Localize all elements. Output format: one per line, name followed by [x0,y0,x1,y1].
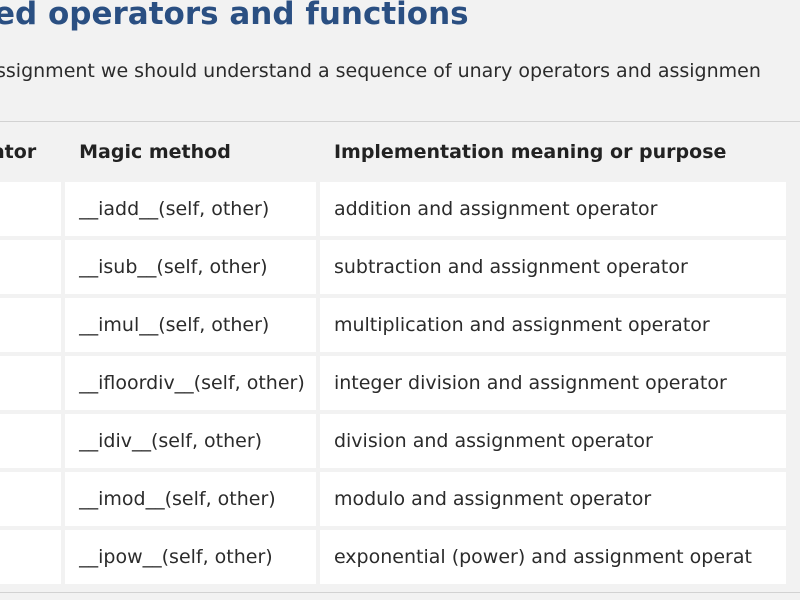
meaning-cell: addition and assignment operator [319,182,786,236]
meaning-cell: modulo and assignment operator [319,472,786,526]
meaning-cell: integer division and assignment operator [319,356,786,410]
method-cell: __ifloordiv__(self, other) [65,356,316,410]
header-meaning: Implementation meaning or purpose [319,126,786,178]
header-operator: perator [0,126,62,178]
table-row: __idiv__(self, other) division and assig… [0,414,786,468]
table-header-row: perator Magic method Implementation mean… [0,126,786,178]
method-cell: __imul__(self, other) [65,298,316,352]
operator-cell [0,414,62,468]
method-cell: __iadd__(self, other) [65,182,316,236]
table-row: __imod__(self, other) modulo and assignm… [0,472,786,526]
table-row: __ipow__(self, other) exponential (power… [0,530,786,584]
meaning-cell: division and assignment operator [319,414,786,468]
magic-methods-table: perator Magic method Implementation mean… [0,122,790,588]
meaning-cell: exponential (power) and assignment opera… [319,530,786,584]
operator-cell [0,356,62,410]
table-row: __ifloordiv__(self, other) integer divis… [0,356,786,410]
operator-cell [0,298,62,352]
section-heading: ed operators and functions [0,0,469,32]
operator-cell [0,182,62,236]
meaning-cell: subtraction and assignment operator [319,240,786,294]
operator-cell [0,530,62,584]
header-magic-method: Magic method [65,126,316,178]
operator-cell [0,240,62,294]
table-row: __imul__(self, other) multiplication and… [0,298,786,352]
method-cell: __isub__(self, other) [65,240,316,294]
table-row: __isub__(self, other) subtraction and as… [0,240,786,294]
method-cell: __imod__(self, other) [65,472,316,526]
meaning-cell: multiplication and assignment operator [319,298,786,352]
method-cell: __ipow__(self, other) [65,530,316,584]
method-cell: __idiv__(self, other) [65,414,316,468]
table-container: perator Magic method Implementation mean… [0,121,800,593]
intro-paragraph: ssignment we should understand a sequenc… [0,60,761,82]
operator-cell [0,472,62,526]
table-row: __iadd__(self, other) addition and assig… [0,182,786,236]
